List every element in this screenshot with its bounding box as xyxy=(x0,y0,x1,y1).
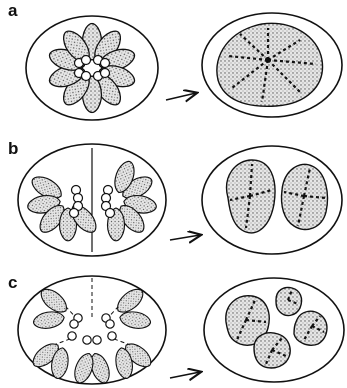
panel-c-right-embryos xyxy=(204,278,344,382)
panel-b-right-embryos xyxy=(202,146,342,254)
panel-b-left-cluster xyxy=(18,144,166,256)
panel-label-b: b xyxy=(8,139,18,158)
panel-a-right-embryo xyxy=(202,13,342,117)
arrow-a xyxy=(166,93,196,100)
panel-label-a: a xyxy=(8,1,18,20)
panel-c-left-cluster xyxy=(18,276,166,385)
panel-c: c xyxy=(8,273,344,385)
panel-label-c: c xyxy=(8,273,17,292)
panel-b: b xyxy=(8,139,342,256)
panel-a-left-cluster xyxy=(26,16,158,120)
arrow-b xyxy=(170,235,200,240)
arrow-c xyxy=(170,372,200,378)
panel-a: a xyxy=(8,1,342,120)
